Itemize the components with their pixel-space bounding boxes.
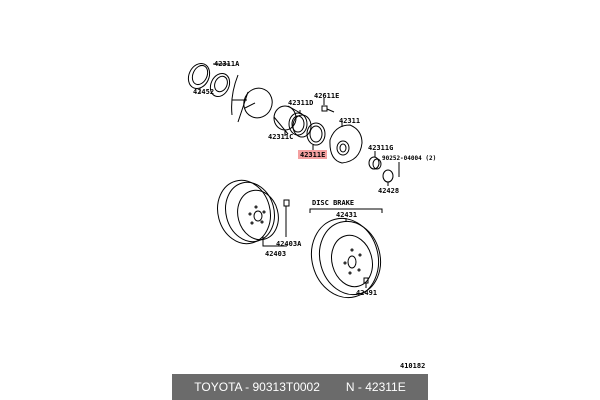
label-disc-brake: DISC BRAKE [312,199,354,207]
cap-42428[interactable] [382,162,400,186]
bearing-42311C[interactable] [273,105,308,136]
bearing-42311A[interactable] [207,63,233,100]
seal-42452[interactable] [184,60,213,93]
label-90252-04004[interactable]: 90252-04004 (2) [382,155,436,162]
label-42311C[interactable]: 42311C [268,133,293,141]
label-42311G[interactable]: 42311G [368,144,393,152]
label-42428[interactable]: 42428 [378,187,399,195]
highlight-42311E [298,150,327,159]
seal-42311E[interactable] [306,122,326,152]
brake-rotor-42431[interactable] [303,208,389,305]
label-42491[interactable]: 42491 [356,289,377,297]
hub-42311[interactable] [329,120,363,164]
snap-ring-42311D[interactable] [292,110,312,138]
footer-part-number: N - 42311E [345,380,406,394]
footer-bar: TOYOTA - 90313T0002 N - 42311E [172,374,428,400]
label-42452[interactable]: 42452 [193,88,214,96]
label-42431[interactable]: 42431 [336,211,357,219]
label-42311A[interactable]: 42311A [214,60,240,68]
label-42311[interactable]: 42311 [339,117,360,125]
nut-42311G[interactable] [368,151,382,170]
label-42311E[interactable]: 42311E [300,151,325,159]
label-42311D[interactable]: 42311D [288,99,313,107]
label-42403[interactable]: 42403 [265,250,286,258]
brake-drum-42403[interactable] [211,174,290,249]
bolt-42611E[interactable] [321,98,335,113]
diagram-reference-number: 410182 [400,362,426,370]
label-42611E[interactable]: 42611E [314,92,339,100]
footer-brand-part: TOYOTA - 90313T0002 [194,380,320,394]
label-42403A[interactable]: 42403A [276,240,302,248]
